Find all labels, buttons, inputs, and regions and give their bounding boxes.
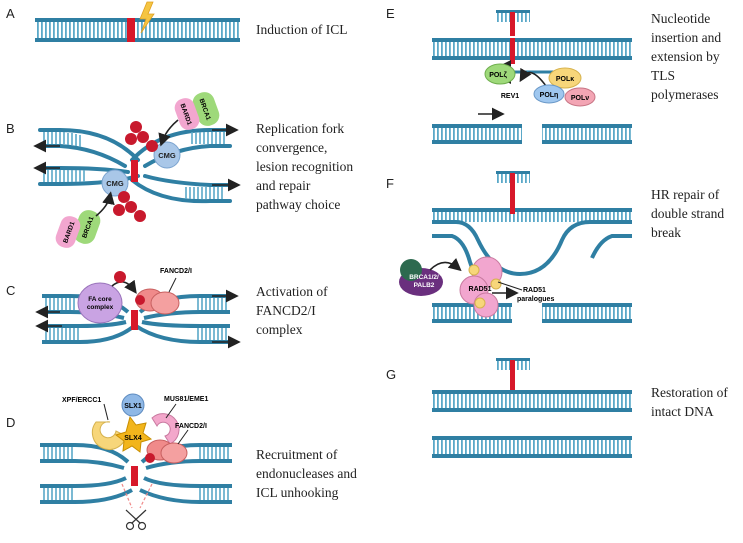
pol-nu: POLν xyxy=(564,87,596,107)
icl-remnant xyxy=(510,12,515,36)
mus81-label: MUS81/EME1 xyxy=(164,396,208,403)
cmg-bottom: CMG xyxy=(101,169,129,197)
panel-label-a: A xyxy=(6,6,15,21)
fancd2i-complex xyxy=(135,288,180,315)
rev1-label: REV1 xyxy=(501,93,519,100)
panel-e-bottom-dna xyxy=(432,124,632,144)
panel-d-rungs xyxy=(43,447,229,500)
panel-e-stub xyxy=(496,10,530,36)
panel-g-dna-1 xyxy=(432,390,632,412)
caption-b: Replication fork convergence, lesion rec… xyxy=(256,121,354,212)
exchange-arrow xyxy=(519,67,547,87)
svg-text:FA core: FA core xyxy=(88,296,112,303)
caption-a: Induction of ICL xyxy=(256,22,348,37)
caption-d: Recruitment of endonucleases and ICL unh… xyxy=(256,447,357,500)
paralogue-label-2: paralogues xyxy=(517,296,554,303)
rad51-paralogue-circles xyxy=(468,264,502,309)
ub-chain-bottom xyxy=(113,191,146,222)
cut-lines xyxy=(121,483,153,509)
panel-label-b: B xyxy=(6,121,15,136)
bard1-bottom: BARD1 xyxy=(55,216,81,248)
panel-b-rungs xyxy=(43,132,225,199)
svg-text:RAD51: RAD51 xyxy=(469,286,492,293)
ub-fanci xyxy=(135,295,145,305)
svg-text:POLζ: POLζ xyxy=(489,72,507,79)
panel-b-arrows xyxy=(33,123,241,192)
svg-text:SLX4: SLX4 xyxy=(124,435,142,442)
lightning-bolt-icon xyxy=(139,1,155,34)
rad51-filament: RAD51 xyxy=(459,256,503,318)
panel-f-dloop xyxy=(432,220,632,292)
brca-palb2-complex: BRCA1/2/ PALB2 xyxy=(399,259,443,296)
scissors-icon xyxy=(125,509,147,531)
xpf-label: XPF/ERCC1 xyxy=(62,397,101,404)
svg-text:BRCA1/2/: BRCA1/2/ xyxy=(409,274,439,281)
icl-crosslink xyxy=(131,466,138,486)
paralogue-label-1: RAD51 xyxy=(523,287,546,294)
pol-zeta: POLζ xyxy=(484,63,516,85)
svg-text:POLκ: POLκ xyxy=(556,76,574,83)
svg-text:POLν: POLν xyxy=(571,95,589,102)
activation-arrow xyxy=(111,279,137,294)
panel-g-dna-2 xyxy=(432,436,632,458)
svg-text:POLη: POLη xyxy=(540,92,559,99)
icl-crosslink xyxy=(131,160,138,182)
panel-label-g: G xyxy=(386,367,397,382)
slx1: SLX1 xyxy=(121,393,145,417)
panel-label-e: E xyxy=(386,6,395,21)
pol-eta: POLη xyxy=(533,84,565,104)
panel-g-stub xyxy=(496,358,530,390)
panel-f-bottom-dna xyxy=(432,303,632,323)
panel-a-dna xyxy=(35,18,240,42)
brca1-bottom: BRCA1 xyxy=(73,210,101,244)
panel-label-d: D xyxy=(6,415,16,430)
panel-e-top-dna xyxy=(432,38,632,64)
panel-c-arrows xyxy=(35,289,241,349)
icl-crosslink xyxy=(131,310,138,330)
caption-g: Restoration of intact DNA xyxy=(651,385,728,419)
panel-f-top-dna xyxy=(432,208,632,222)
pol-kappa: POLκ xyxy=(548,67,582,89)
fancd2i-complex xyxy=(145,439,188,464)
slx4: SLX4 xyxy=(114,415,153,453)
panel-label-f: F xyxy=(386,176,394,191)
recruit-arrow-top xyxy=(158,119,179,147)
caption-e: Nucleotide insertion and extension by TL… xyxy=(651,11,722,102)
cmg-label: CMG xyxy=(158,151,176,160)
caption-c: Activation of FANCD2/I complex xyxy=(256,284,328,337)
panel-label-c: C xyxy=(6,283,16,298)
svg-text:SLX1: SLX1 xyxy=(124,403,142,410)
fancd2i-label: FANCD2/I xyxy=(175,423,207,430)
icl-crosslink xyxy=(127,18,135,42)
panel-c-rungs xyxy=(45,298,227,340)
cmg-label: CMG xyxy=(106,179,124,188)
caption-f: HR repair of double strand break xyxy=(651,187,725,240)
ub-fancd2 xyxy=(114,271,126,283)
bard1-top: BARD1 xyxy=(174,98,200,130)
loading-arrow xyxy=(429,257,462,272)
panel-f-stub xyxy=(496,171,530,209)
fa-core-complex: FA core complex xyxy=(77,282,123,324)
svg-text:complex: complex xyxy=(87,304,114,311)
recruit-arrow-bottom xyxy=(95,191,115,217)
svg-text:PALB2: PALB2 xyxy=(414,282,435,289)
ub-chain-top xyxy=(125,121,158,152)
brca1-top: BRCA1 xyxy=(192,92,220,126)
fancd2i-label: FANCD2/I xyxy=(160,268,192,275)
